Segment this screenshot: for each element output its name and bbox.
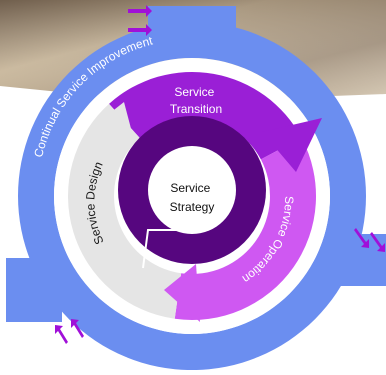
- service-operation-segment: [174, 137, 316, 320]
- arrow-icon: [128, 24, 152, 36]
- middle-ring: Service Transition Service Operation Ser…: [68, 71, 322, 322]
- csi-top-tab: [148, 6, 236, 38]
- service-transition-label: Service Transition: [170, 85, 222, 116]
- transition-arrowhead: [262, 118, 322, 172]
- service-design-segment: [68, 103, 182, 319]
- center-connector: [142, 229, 176, 269]
- service-strategy-label: Service Strategy: [170, 181, 215, 214]
- service-transition-segment: [109, 71, 302, 160]
- improvement-arrows: [55, 5, 385, 344]
- arrow-icon: [71, 319, 84, 338]
- center-circle: [148, 146, 236, 234]
- arrow-icon: [55, 325, 68, 344]
- csi-left-tab: [6, 258, 62, 322]
- inner-ring: Service Strategy: [118, 116, 266, 269]
- arrow-icon: [128, 5, 152, 17]
- arrow-icon: [370, 232, 385, 252]
- arrow-icon: [354, 228, 369, 248]
- operation-arrowhead: [164, 264, 200, 322]
- design-arrowhead: [96, 102, 134, 140]
